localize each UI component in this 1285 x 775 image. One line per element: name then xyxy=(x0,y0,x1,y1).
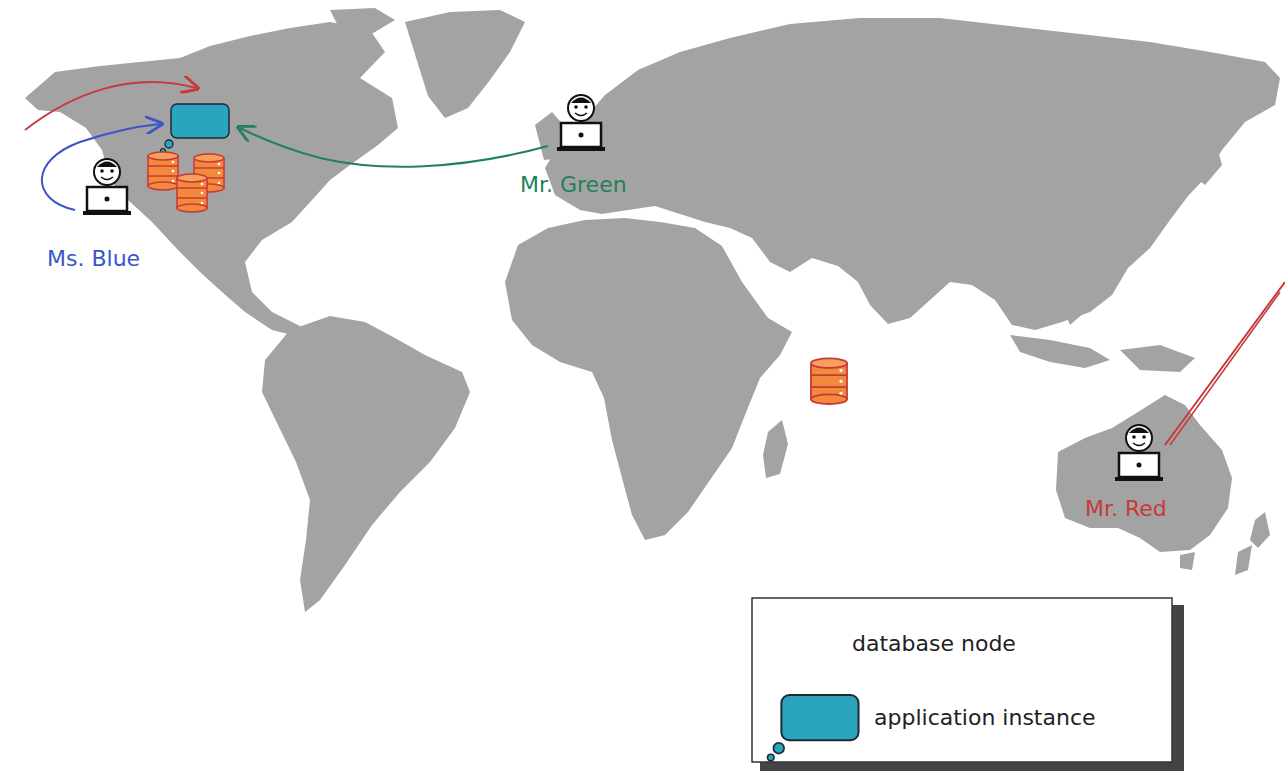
user-name: Mr. Red xyxy=(1085,497,1167,521)
legend-text: database node xyxy=(852,632,1016,656)
user-name: Ms. Blue xyxy=(47,247,140,271)
user-name: Mr. Green xyxy=(520,173,627,197)
legend-text: application instance xyxy=(874,706,1096,730)
